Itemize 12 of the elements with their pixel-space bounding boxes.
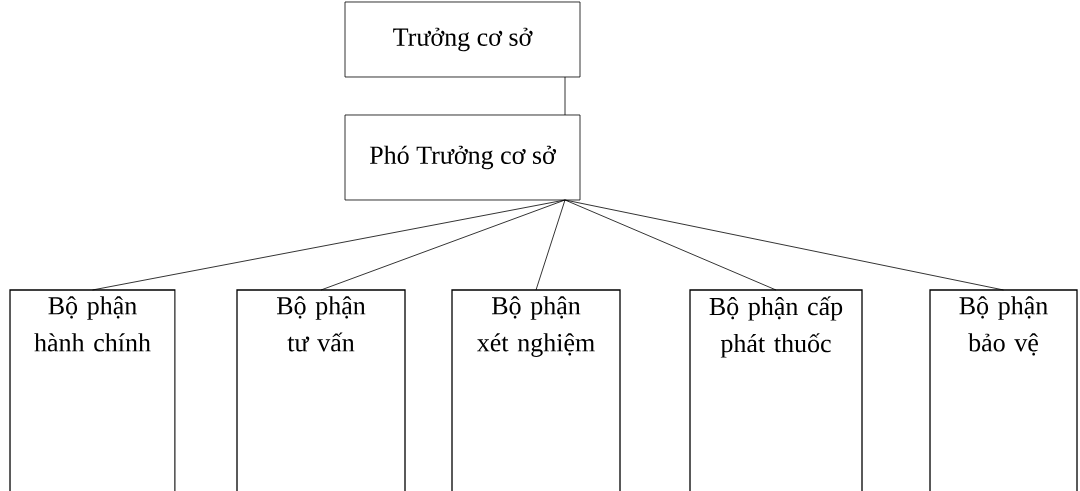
org-box: Bộ phận tư vấn [236, 289, 406, 491]
org-box: Bộ phận xét nghiệm [451, 289, 621, 491]
connector-line [535, 199, 566, 291]
org-box: Bộ phận bảo vệ [929, 289, 1078, 491]
org-box: Phó Trưởng cơ sở [344, 114, 581, 201]
org-box: Bộ phận hành chính [9, 289, 176, 491]
connector-line [564, 76, 566, 116]
connector-line [564, 199, 1004, 291]
connector-line [564, 199, 777, 291]
org-box: Bộ phận cấp phát thuốc [689, 289, 863, 491]
connector-line [320, 199, 566, 291]
org-box: Trưởng cơ sở [344, 1, 581, 78]
